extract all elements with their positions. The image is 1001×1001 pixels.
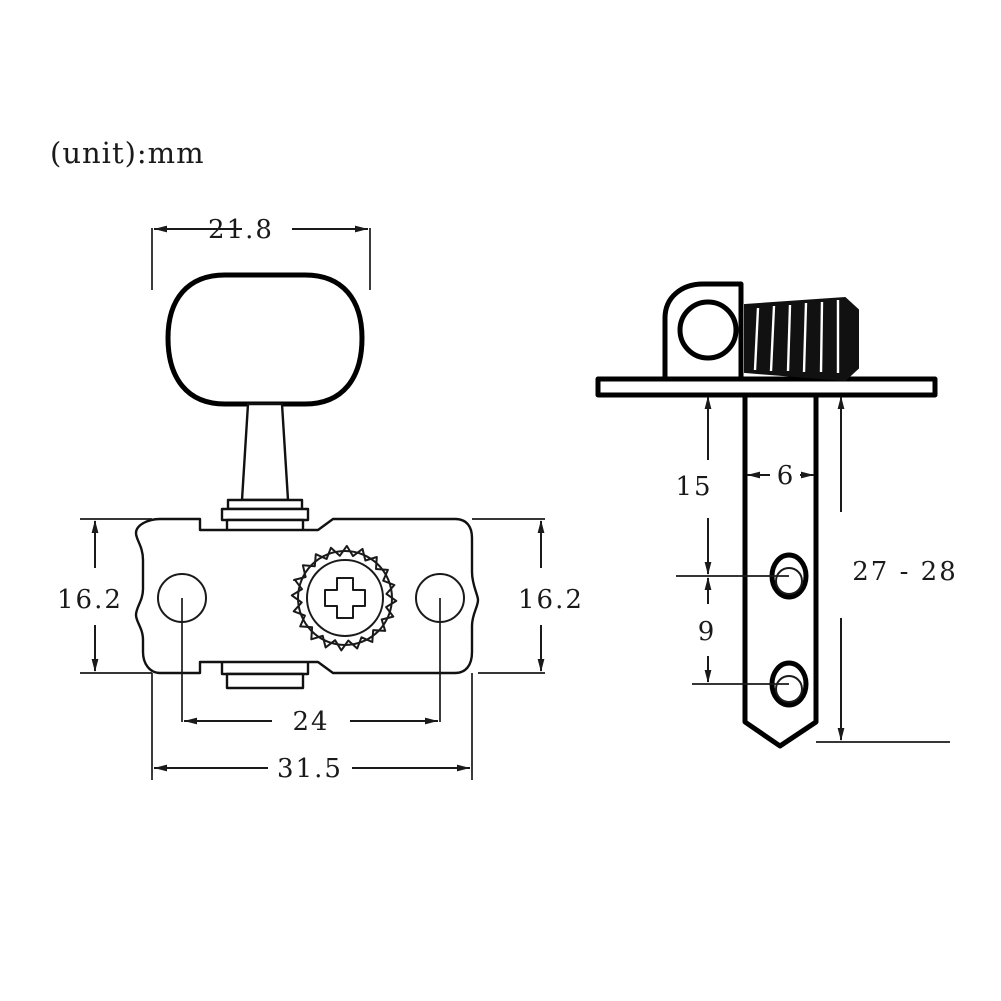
dim-label-hole-to-hole: 9 (698, 617, 717, 647)
front-view (134, 272, 480, 690)
dim-label-plate-height-left: 16.2 (57, 585, 123, 615)
gear-edge-circle (677, 299, 739, 361)
side-view-dimensions: 15 6 9 27 - 28 (675, 396, 957, 743)
dim-label-post-length: 27 - 28 (852, 557, 957, 587)
worm-gear (290, 544, 398, 652)
dim-label-plate-to-hole: 15 (675, 472, 712, 502)
dim-label-total-width: 31.5 (277, 754, 343, 784)
dim-label-hole-spacing: 24 (292, 707, 329, 737)
front-view-dimensions: 21.8 16.2 16.2 24 31.5 (57, 215, 584, 784)
dim-label-post-width: 6 (777, 461, 796, 491)
phillips-screw (324, 577, 366, 619)
neck-collar-upper (226, 498, 304, 511)
dim-label-button-width: 21.8 (208, 215, 274, 245)
worm-flange-bottom (225, 672, 305, 690)
unit-note: (unit):mm (50, 136, 205, 170)
dim-label-plate-height-right: 16.2 (518, 585, 584, 615)
tuner-button (165, 272, 365, 407)
button-neck (240, 402, 290, 502)
neck-collar-lower (220, 507, 310, 522)
worm-coil (744, 296, 859, 382)
